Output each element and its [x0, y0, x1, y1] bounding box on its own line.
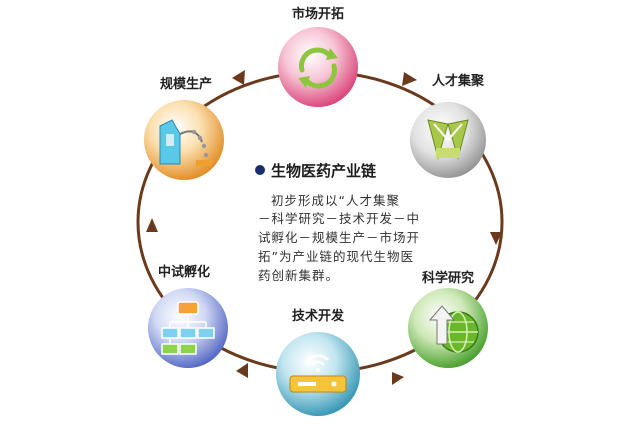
arrow-head	[232, 70, 245, 85]
node-produce: 规模生产	[144, 76, 224, 180]
center-line-3: 试孵化－规模生产－市场开	[258, 230, 420, 245]
arrow-head	[490, 232, 502, 245]
bullet-dot-icon	[255, 165, 265, 175]
node-talent: 人才集聚	[410, 73, 486, 178]
arrow-head	[236, 363, 248, 378]
node-incubate: 中试孵化	[148, 264, 228, 368]
node-label-produce: 规模生产	[160, 76, 212, 92]
people-suits-icon	[427, 119, 469, 160]
node-market: 市场开拓	[278, 6, 358, 107]
node-label-research: 科学研究	[422, 270, 474, 286]
node-dev: 技术开发	[276, 308, 360, 416]
flowchart-icon	[161, 301, 215, 355]
center-line-1: 初步形成以“人才集聚	[271, 193, 400, 208]
globe-upload-icon	[428, 305, 479, 353]
center-line-2: －科学研究－技术开发－中	[258, 211, 420, 226]
factory-dispenser-icon	[159, 119, 212, 166]
node-research: 科学研究	[408, 270, 488, 368]
node-label-market: 市场开拓	[292, 6, 344, 22]
center-line-4: 拓”为产业链的现代生物医	[258, 249, 414, 264]
arrow-head	[402, 72, 417, 86]
node-label-talent: 人才集聚	[432, 73, 485, 89]
arrow-head	[392, 372, 404, 385]
wireless-router-icon	[289, 354, 347, 393]
center-description: 生物医药产业链 初步形成以“人才集聚 －科学研究－技术开发－中 试孵化－规模生产…	[255, 162, 420, 283]
center-title: 生物医药产业链	[271, 162, 377, 180]
node-label-dev: 技术开发	[292, 308, 345, 324]
arrow-head	[146, 218, 158, 232]
recycle-arrows-icon	[298, 47, 338, 89]
cycle-arrows	[146, 70, 502, 385]
center-line-5: 药创新集群。	[258, 268, 339, 283]
node-label-incubate: 中试孵化	[158, 264, 210, 280]
